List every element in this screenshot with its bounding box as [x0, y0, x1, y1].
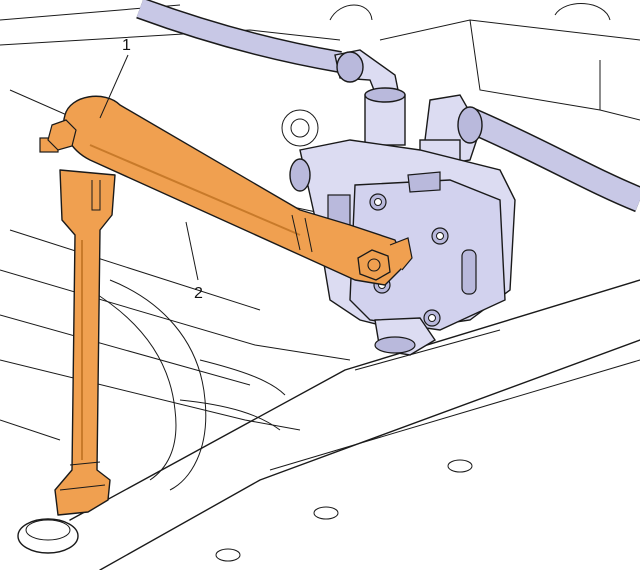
air-hoses: [136, 0, 640, 213]
callout-leaders: [99, 54, 199, 281]
height-control-valve-linkage-rod: [54, 169, 116, 516]
height-control-valve-arm: [39, 95, 413, 286]
chassis-background: [0, 3, 640, 570]
height-control-valve: [289, 49, 516, 356]
callout-label-2: 2: [194, 285, 203, 302]
callout-label-1: 1: [122, 37, 131, 54]
